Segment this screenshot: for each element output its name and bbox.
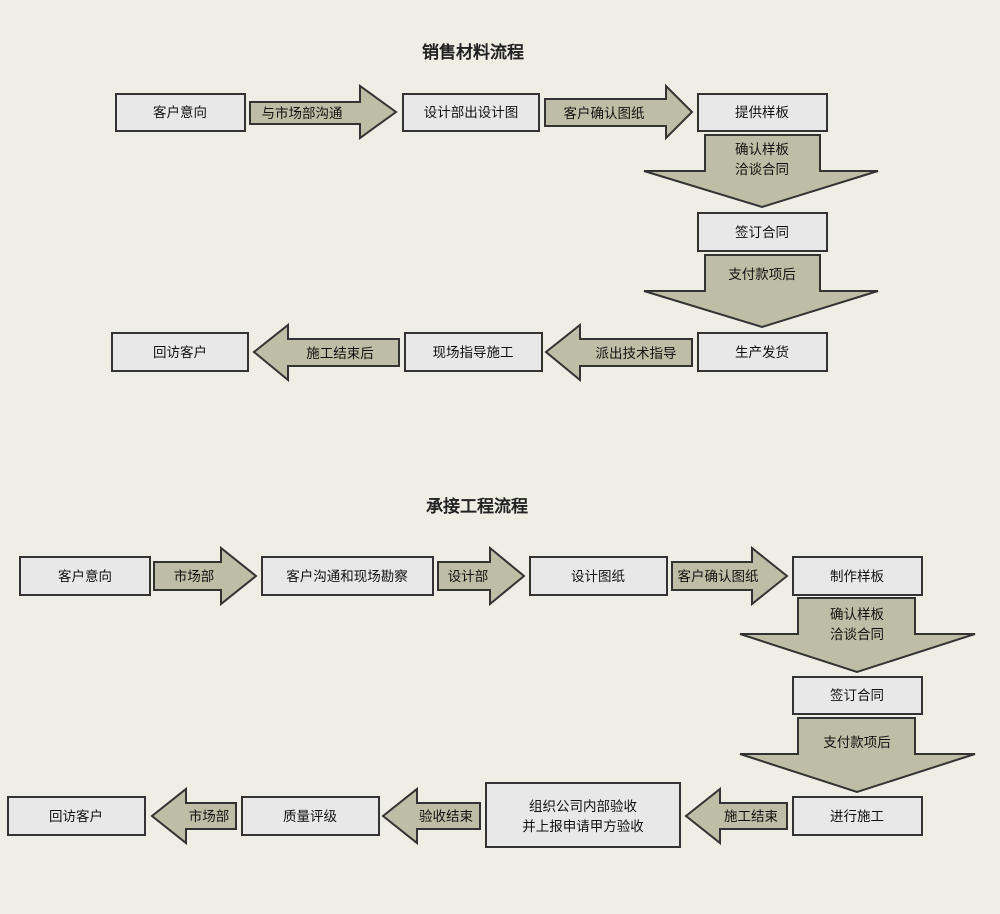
sales-arrow-confirm-negotiate-label-2: 洽谈合同: [735, 162, 789, 178]
sales-box-sign-contract: 签订合同: [697, 212, 828, 252]
sales-box-produce-ship: 生产发货: [697, 332, 828, 372]
sales-box-design-drawing: 设计部出设计图: [402, 93, 540, 132]
project-box-survey: 客户沟通和现场勘察: [261, 556, 434, 596]
project-box-survey-label: 客户沟通和现场勘察: [286, 568, 408, 585]
sales-box-produce-ship-label: 生产发货: [735, 344, 789, 361]
project-box-construction: 进行施工: [792, 796, 923, 836]
project-arrow-construction-done: 施工结束: [684, 786, 788, 846]
project-arrow-market-back-label: 市场部: [189, 808, 230, 825]
project-arrow-customer-confirm-label: 客户确认图纸: [678, 568, 759, 585]
sales-arrow-after-construction-label: 施工结束后: [306, 346, 374, 362]
project-box-design-drawing-label: 设计图纸: [571, 569, 625, 585]
project-box-internal-acceptance: 组织公司内部验收 并上报申请甲方验收: [485, 782, 681, 848]
project-arrow-pay: 支付款项后: [739, 717, 976, 794]
sales-box-revisit: 回访客户: [111, 332, 249, 372]
sales-box-revisit-label: 回访客户: [153, 344, 207, 361]
sales-box-customer-intent-label: 客户意向: [153, 104, 207, 121]
project-box-revisit: 回访客户: [7, 796, 146, 836]
sales-box-onsite-guidance: 现场指导施工: [404, 332, 543, 372]
project-box-quality-rating: 质量评级: [241, 796, 380, 836]
project-title: 承接工程流程: [426, 496, 528, 517]
sales-arrow-dispatch-tech-label: 派出技术指导: [596, 346, 677, 362]
project-box-sign-contract: 签订合同: [792, 676, 923, 715]
project-arrow-design-dept: 设计部: [437, 545, 526, 607]
sales-arrow-contact-market-label: 与市场部沟通: [262, 105, 343, 122]
project-box-make-sample: 制作样板: [792, 556, 923, 596]
project-arrow-design-dept-label: 设计部: [448, 569, 489, 585]
sales-box-onsite-guidance-label: 现场指导施工: [433, 345, 514, 361]
project-arrow-market: 市场部: [153, 545, 258, 607]
project-arrow-confirm-negotiate-label-1: 确认样板: [830, 607, 884, 623]
project-box-construction-label: 进行施工: [830, 809, 884, 825]
sales-box-customer-intent: 客户意向: [115, 93, 246, 132]
sales-arrow-contact-market: 与市场部沟通: [249, 84, 398, 140]
project-arrow-confirm-negotiate: 确认样板 洽谈合同: [739, 597, 976, 674]
project-arrow-confirm-negotiate-label-2: 洽谈合同: [830, 627, 884, 643]
sales-box-provide-sample: 提供样板: [697, 93, 828, 132]
project-arrow-construction-done-label: 施工结束: [724, 809, 778, 825]
sales-arrow-confirm-negotiate: 确认样板 洽谈合同: [643, 134, 879, 209]
project-box-design-drawing: 设计图纸: [529, 556, 668, 596]
project-arrow-market-back: 市场部: [150, 786, 237, 846]
sales-box-design-drawing-label: 设计部出设计图: [424, 105, 519, 121]
project-box-quality-rating-label: 质量评级: [283, 809, 337, 825]
project-arrow-customer-confirm: 客户确认图纸: [671, 545, 789, 607]
sales-arrow-after-construction: 施工结束后: [252, 322, 400, 383]
sales-box-provide-sample-label: 提供样板: [735, 105, 789, 121]
project-box-internal-acceptance-label-2: 并上报申请甲方验收: [522, 819, 644, 835]
project-arrow-pay-label: 支付款项后: [823, 735, 891, 751]
sales-arrow-confirm-negotiate-label-1: 确认样板: [735, 142, 789, 158]
sales-box-sign-contract-label: 签订合同: [735, 224, 789, 241]
project-box-make-sample-label: 制作样板: [830, 569, 884, 585]
project-box-internal-acceptance-label-1: 组织公司内部验收: [529, 799, 637, 815]
project-box-revisit-label: 回访客户: [49, 808, 103, 825]
project-box-sign-contract-label: 签订合同: [830, 687, 884, 704]
sales-arrow-customer-confirm-label: 客户确认图纸: [564, 105, 645, 122]
sales-arrow-customer-confirm: 客户确认图纸: [544, 83, 694, 141]
sales-title: 销售材料流程: [422, 42, 524, 63]
sales-arrow-dispatch-tech: 派出技术指导: [544, 322, 693, 383]
sales-arrow-pay: 支付款项后: [643, 254, 879, 329]
project-arrow-acceptance-done-label: 验收结束: [419, 809, 473, 825]
sales-arrow-pay-label: 支付款项后: [728, 267, 796, 283]
project-arrow-acceptance-done: 验收结束: [381, 786, 481, 846]
project-box-customer-intent-label: 客户意向: [58, 568, 112, 585]
project-box-customer-intent: 客户意向: [19, 556, 151, 596]
project-arrow-market-label: 市场部: [174, 568, 215, 585]
